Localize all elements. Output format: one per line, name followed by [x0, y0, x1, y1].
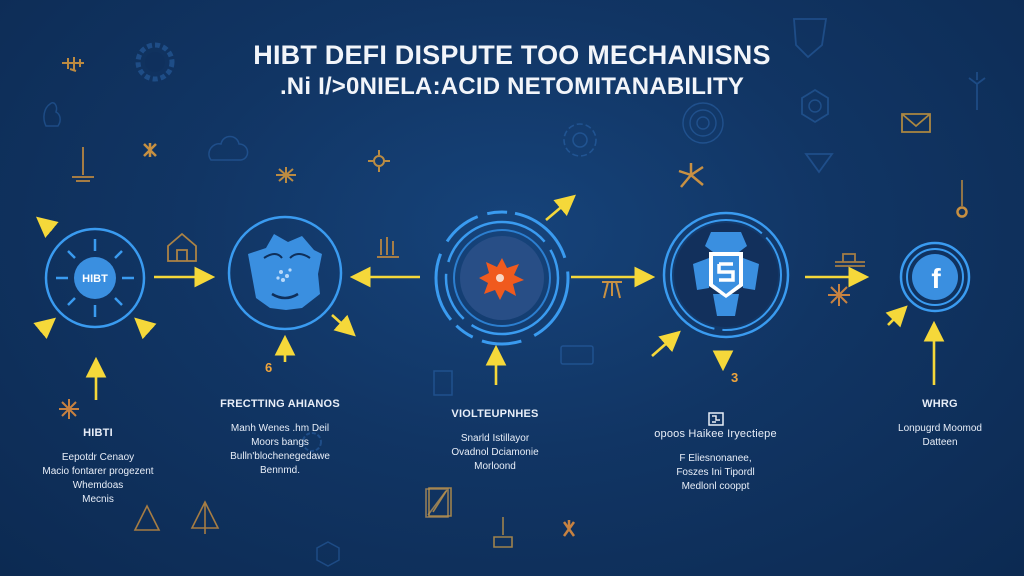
- caption-line: Whemdoas: [72, 480, 124, 491]
- diagram-subtitle: .Ni I/>0NIELA:ACID NETOMITANABILITY: [279, 73, 745, 100]
- caption-heading: HIBTI: [83, 427, 113, 439]
- caption-node-2: FRECTTING AHIANOS Manh Wenes .hm Deil Mo…: [200, 398, 360, 478]
- node-protecting[interactable]: [226, 214, 344, 332]
- caption-node-4: opoos Haikee Iryectiepe F Eliesnonanee, …: [628, 412, 803, 494]
- asterisk-icon: [828, 284, 850, 306]
- caption-line: Lonpugrd Moomod: [898, 423, 982, 434]
- svg-text:f: f: [931, 263, 941, 294]
- caption-line: Mecnis: [82, 494, 114, 505]
- hexagon-badge-icon: [801, 88, 829, 124]
- caption-line: F Eliesnonanee,: [679, 453, 752, 464]
- torch-icon: [968, 72, 986, 110]
- caption-node-1: HIBTI Eepotdr Cenaoy Macio fontarer prog…: [18, 427, 178, 507]
- node-violations[interactable]: [432, 208, 572, 348]
- shield-outline-icon: [793, 18, 828, 59]
- caption-line: Morloond: [474, 461, 516, 472]
- caption-line: Eepotdr Cenaoy: [61, 452, 135, 463]
- antenna-icon: [72, 147, 94, 182]
- cloud-icon: [208, 135, 249, 161]
- caption-node-3: VIOLTEUPNHES Snarld Istillayor Ovadnol D…: [415, 408, 575, 474]
- caption-line: Manh Wenes .hm Deil: [230, 423, 330, 434]
- cross-star-icon: [143, 143, 157, 157]
- node-hibt[interactable]: HIBT: [44, 227, 146, 329]
- envelope-icon: [901, 113, 931, 133]
- sun-badge-icon: HIBT: [44, 227, 146, 329]
- caption-line: Ovadnol Dciamonie: [451, 447, 539, 458]
- node-security[interactable]: [661, 210, 791, 340]
- runner-icon: [562, 520, 576, 537]
- caption-node-5: WHRG Lonpugrd Moomod Datteen: [870, 398, 1010, 450]
- caption-heading: VIOLTEUPNHES: [451, 408, 539, 420]
- scale-icon: [602, 281, 622, 299]
- puzzle-icon: [707, 412, 724, 426]
- lamp-icon: [493, 517, 513, 548]
- gear-ring-icon: [135, 42, 175, 82]
- house-icon: [167, 232, 197, 262]
- document-icon: [433, 370, 453, 396]
- sail-icon: [190, 500, 220, 534]
- caption-line: Bulln'blochenegedawe: [230, 451, 330, 462]
- caption-line: Medlonl cooppt: [681, 481, 750, 492]
- target-icon: [682, 102, 724, 144]
- keyboard-icon: [560, 345, 594, 365]
- facebook-icon: f: [899, 241, 971, 313]
- caption-heading: opoos Haikee Iryectiepe: [654, 428, 777, 440]
- caption-heading: WHRG: [922, 398, 958, 410]
- node-whrg[interactable]: f: [898, 240, 972, 314]
- caption-line: Moors bangs: [251, 437, 309, 448]
- caption-line: Macio fontarer progezent: [42, 466, 154, 477]
- document-edit-icon: [428, 487, 452, 517]
- triangle-icon: [804, 153, 834, 174]
- bug-icon: [62, 57, 84, 72]
- toolbox-icon: [835, 253, 865, 267]
- sail-icon-2: [133, 504, 161, 531]
- caption-line: Bennmd.: [259, 465, 301, 476]
- pin-icon: [956, 180, 968, 218]
- sparkle-icon: [276, 167, 296, 183]
- svg-text:HIBT: HIBT: [82, 273, 108, 285]
- molecule-icon: [316, 541, 340, 567]
- alert-burst-icon: [434, 210, 570, 346]
- candles-icon: [377, 237, 399, 258]
- gear-outline-icon: [563, 123, 597, 157]
- gear-icon-small: [302, 432, 322, 452]
- diagram-title: HIBT DEFI DISPUTE TOO MECHANISNS: [253, 40, 771, 70]
- step-number-3: 3: [731, 370, 739, 385]
- sun-gear-icon: [368, 150, 390, 172]
- step-number-6: 6: [265, 360, 273, 375]
- shield-face-icon: [227, 215, 343, 331]
- caption-line: Snarld Istillayor: [460, 433, 530, 444]
- caption-line: Foszes Ini Tipordl: [676, 467, 755, 478]
- asterisk-icon-left: [59, 399, 79, 419]
- starfish-icon: [678, 163, 704, 188]
- security-shield-icon: [662, 211, 790, 339]
- hand-icon: [43, 101, 61, 127]
- caption-heading: FRECTTING AHIANOS: [220, 398, 340, 410]
- caption-line: Datteen: [922, 437, 958, 448]
